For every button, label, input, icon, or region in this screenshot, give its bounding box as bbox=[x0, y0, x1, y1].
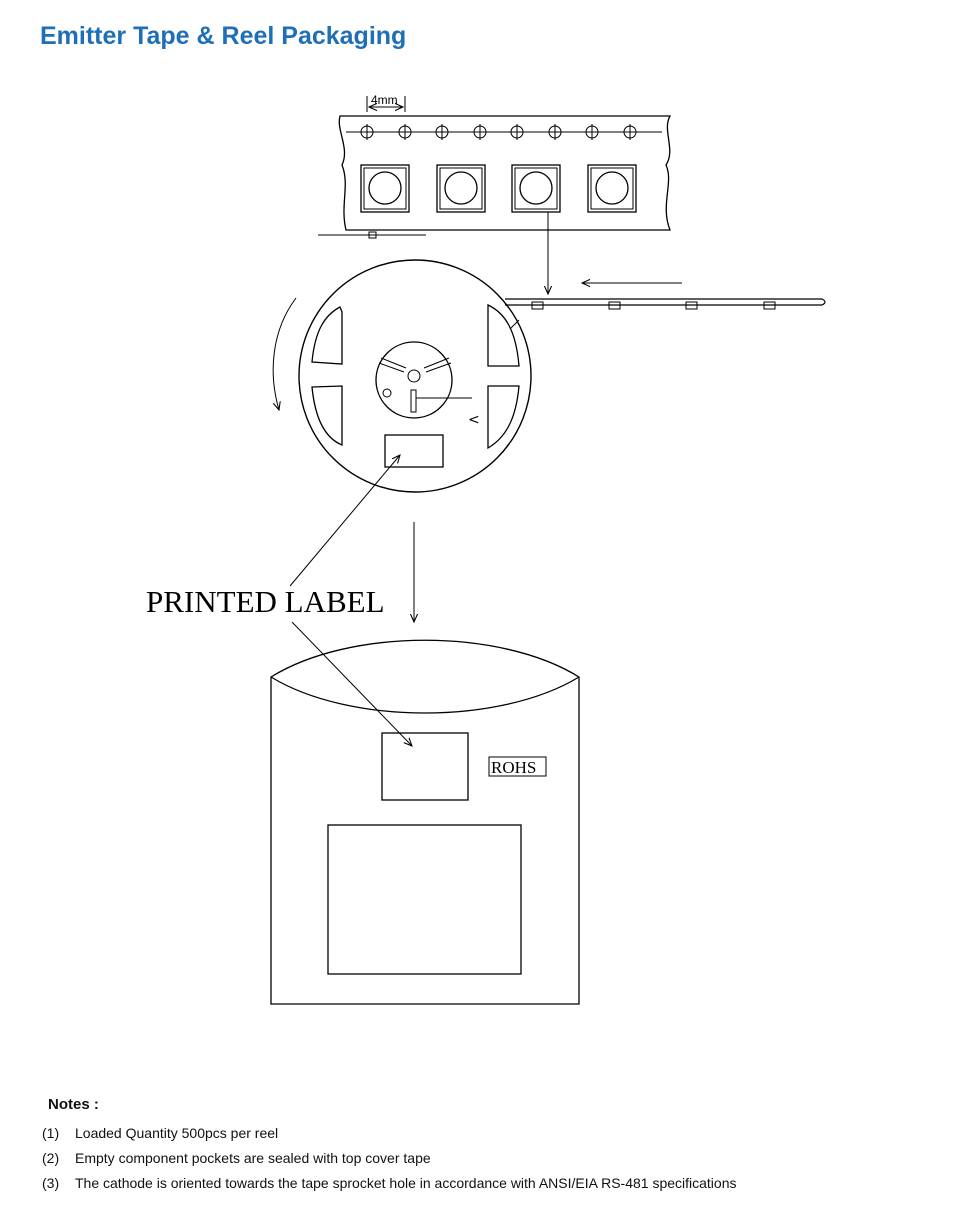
tape-leader bbox=[505, 298, 826, 310]
note-item: (3) The cathode is oriented towards the … bbox=[42, 1171, 736, 1196]
bag-label-box bbox=[381, 732, 469, 801]
label-leader-line-reel bbox=[289, 455, 400, 587]
note-item: (1) Loaded Quantity 500pcs per reel bbox=[42, 1121, 736, 1146]
note-text: Loaded Quantity 500pcs per reel bbox=[75, 1125, 279, 1141]
moisture-barrier-bag bbox=[270, 639, 580, 1005]
label-leader-line-bag bbox=[291, 621, 412, 746]
notes-section: Notes : (1) Loaded Quantity 500pcs per r… bbox=[42, 1096, 736, 1196]
note-number: (1) bbox=[42, 1125, 60, 1141]
note-text: The cathode is oriented towards the tape… bbox=[75, 1175, 737, 1191]
bag-window bbox=[327, 824, 522, 975]
rohs-text: ROHS bbox=[491, 758, 536, 777]
note-number: (2) bbox=[42, 1150, 60, 1166]
reel-label-box bbox=[384, 434, 444, 468]
reel-mark: < bbox=[468, 412, 480, 428]
note-text: Empty component pockets are sealed with … bbox=[75, 1150, 431, 1166]
rotation-arrow bbox=[272, 297, 297, 410]
printed-label-text: PRINTED LABEL bbox=[146, 584, 385, 619]
sprocket-holes bbox=[360, 124, 637, 140]
component-pockets bbox=[360, 164, 637, 213]
note-number: (3) bbox=[42, 1175, 60, 1191]
pitch-label: 4mm bbox=[371, 93, 398, 107]
carrier-tape bbox=[318, 96, 672, 239]
reel bbox=[298, 259, 532, 493]
pitch-dimension bbox=[366, 96, 406, 112]
notes-heading: Notes : bbox=[48, 1096, 99, 1113]
note-item: (2) Empty component pockets are sealed w… bbox=[42, 1146, 736, 1171]
page-title: Emitter Tape & Reel Packaging bbox=[40, 22, 407, 50]
rohs-box bbox=[488, 756, 547, 777]
